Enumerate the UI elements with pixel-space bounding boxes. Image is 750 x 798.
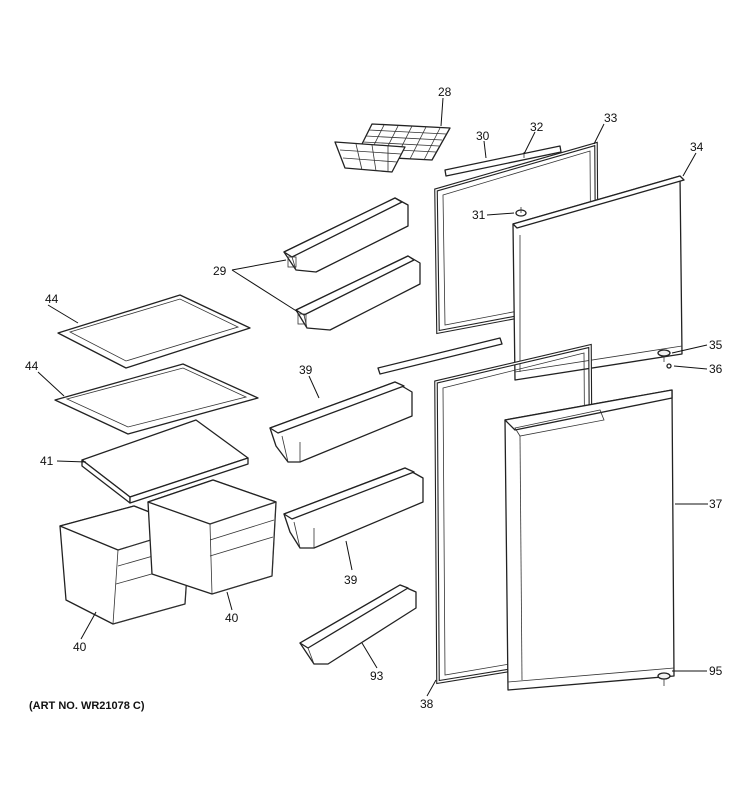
part-31-hinge-pin [515, 207, 527, 217]
part-36-screw [666, 363, 672, 369]
callout-30: 30 [476, 129, 490, 143]
part-39-door-bin-lower [283, 467, 424, 549]
part-39-door-bin-upper [269, 381, 413, 463]
part-44-glass-shelf-upper [57, 294, 251, 369]
callout-35: 35 [709, 338, 723, 352]
part-44-glass-shelf-lower [54, 363, 259, 435]
part-divider-strip [377, 337, 503, 375]
callout-34: 34 [690, 140, 704, 154]
part-29-door-bin-lower [295, 255, 421, 331]
part-34-freezer-door [512, 175, 685, 381]
part-28-wire-rack [334, 123, 451, 173]
leader-lines [37, 97, 708, 697]
callout-28: 28 [438, 85, 452, 99]
callout-40-right: 40 [225, 611, 239, 625]
callout-44-lower: 44 [25, 359, 39, 373]
part-41-crisper-cover [81, 419, 249, 504]
callout-36: 36 [709, 362, 723, 376]
callout-93: 93 [370, 669, 384, 683]
callout-40-left: 40 [73, 640, 87, 654]
part-40-crisper-drawer-right [147, 479, 277, 595]
callout-39-lower: 39 [344, 573, 358, 587]
callout-33: 33 [604, 111, 618, 125]
callout-41: 41 [40, 454, 54, 468]
callout-31: 31 [472, 208, 486, 222]
callout-44-upper: 44 [45, 292, 59, 306]
callout-37: 37 [709, 497, 723, 511]
part-35-door-stop [657, 349, 671, 362]
part-37-fresh-food-door [504, 389, 675, 691]
callout-95: 95 [709, 664, 723, 678]
callout-38: 38 [420, 697, 434, 711]
callout-29: 29 [213, 264, 227, 278]
part-95-bottom-hinge [657, 672, 671, 686]
part-29-door-bin-upper [283, 197, 409, 273]
callout-39-upper: 39 [299, 363, 313, 377]
part-93-dairy-bin [299, 584, 417, 665]
callout-32: 32 [530, 120, 544, 134]
art-number: (ART NO. WR21078 C) [29, 700, 145, 712]
callout-numbers: 28 30 32 33 34 31 29 44 44 35 36 39 41 3… [25, 85, 723, 711]
